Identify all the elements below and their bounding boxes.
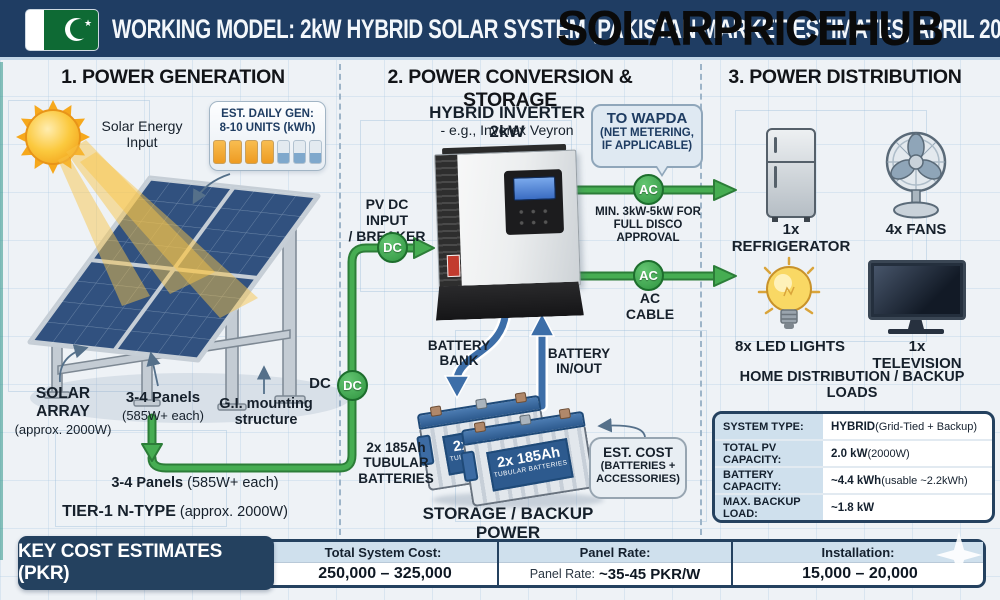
section-title-distribution: 3. POWER DISTRIBUTION [728,66,962,88]
pakistan-flag-icon: ★ [25,9,99,51]
sun-icon [16,100,90,174]
led-bulb-icon [757,256,821,329]
solar-array-illustration [27,175,321,363]
wapda-bubble: TO WAPDA (NET METERING, IF APPLICABLE) [591,104,703,177]
column-divider-2 [700,64,702,535]
spec-row-pv-capacity: TOTAL PV CAPACITY: 2.0 kW (2000W) [715,441,992,468]
blueprint-rect [735,110,927,342]
mounting-structure-label: G.I. mounting structure [219,396,313,429]
watermark-text: SOLARPRICEHUB [557,2,944,56]
blueprint-rect [55,430,227,527]
inverter-title: HYBRID INVERTER 2kW [429,103,585,142]
batteries-side-label: 2x 185Ah TUBULAR BATTERIES [358,440,434,486]
battery-flow-arrows [443,300,556,412]
section-title-conversion: 2. POWER CONVERSION & STORAGE [387,66,633,111]
spec-row-battery-capacity: BATTERY CAPACITY: ~4.4 kWh (usable ~2.2k… [715,468,992,495]
television-icon [868,260,966,320]
cost-table: Total System Cost: 250,000 – 325,000 Pan… [266,539,986,588]
tier-note: TIER-1 N-TYPE (approx. 2000W) [62,503,288,520]
dc-badge-input: DC [377,232,408,263]
home-distribution-caption: HOME DISTRIBUTION / BACKUP LOADS [739,369,965,402]
inverter-warning-sticker [446,254,461,278]
left-edge-accent [0,62,3,560]
inverter-control-panel [503,169,565,236]
daily-gen-gauge [210,139,325,164]
panels-note: 3-4 Panels (585W+ each) [111,475,279,491]
ac-badge-cable: AC [633,260,664,291]
panels-count-label: 3-4 Panels (585W+ each) [121,389,204,424]
inverter-subtitle: - e.g., Inverex Veyron [440,122,574,138]
dc-flow-line [141,237,435,473]
disco-approval-note: MIN. 3kW-5kW FOR FULL DISCO APPROVAL [595,206,701,244]
spec-row-system-type: SYSTEM TYPE: HYBRID (Grid-Tied + Backup) [715,414,992,441]
solar-array-label: SOLAR ARRAY (approx. 2000W) [14,385,112,438]
refrigerator-icon [766,128,816,222]
dc-text-label: DC [309,375,331,392]
ac-badge-wapda: AC [633,174,664,205]
section-title-generation: 1. POWER GENERATION [61,66,285,88]
battery-bank-label: BATTERY BANK [427,338,491,369]
cost-col-installation: Installation: 15,000 – 20,000 [731,542,983,585]
ac-cable-label: AC CABLE [625,290,675,322]
sun-beams [58,140,258,318]
lights-label: 8x LED LIGHTS [734,338,846,355]
inverter-lcd [513,176,556,201]
daily-gen-line2: 8-10 UNITS (kWh) [219,121,316,134]
header-bar [0,0,1000,57]
dc-badge-line: DC [337,370,368,401]
battery-inout-label: BATTERY IN/OUT [547,346,611,377]
solar-energy-input-label: Solar Energy Input [101,118,183,150]
cost-col-panel-rate: Panel Rate: Panel Rate: ~35-45 PKR/W [497,542,731,585]
tv-stand [908,320,924,329]
ground-shadow [30,373,350,423]
daily-generation-box: EST. DAILY GEN: 8-10 UNITS (kWh) [209,101,326,171]
key-cost-estimates-title: KEY COST ESTIMATES (PKR) [18,536,274,590]
tv-label: 1x TELEVISION [872,338,962,372]
cost-col-total: Total System Cost: 250,000 – 325,000 [269,542,497,585]
storage-caption: STORAGE / BACKUP POWER [422,504,594,543]
system-spec-table: SYSTEM TYPE: HYBRID (Grid-Tied + Backup)… [712,411,995,523]
pointer-lines [59,173,646,439]
fridge-label: 1x REFRIGERATOR [731,221,851,255]
hybrid-inverter-illustration [434,143,580,323]
est-cost-bubble: EST. COST (BATTERIES + ACCESSORIES) [589,437,687,499]
spec-row-backup-load: MAX. BACKUP LOAD: ~1.8 kW [715,495,992,520]
fan-icon [885,131,947,219]
daily-gen-line1: EST. DAILY GEN: [221,108,314,120]
column-divider-1 [339,64,341,535]
page-title: WORKING MODEL: 2kW HYBRID SOLAR SYSTEM (… [112,14,1000,44]
fans-label: 4x FANS [885,221,947,238]
header-divider [0,57,1000,60]
